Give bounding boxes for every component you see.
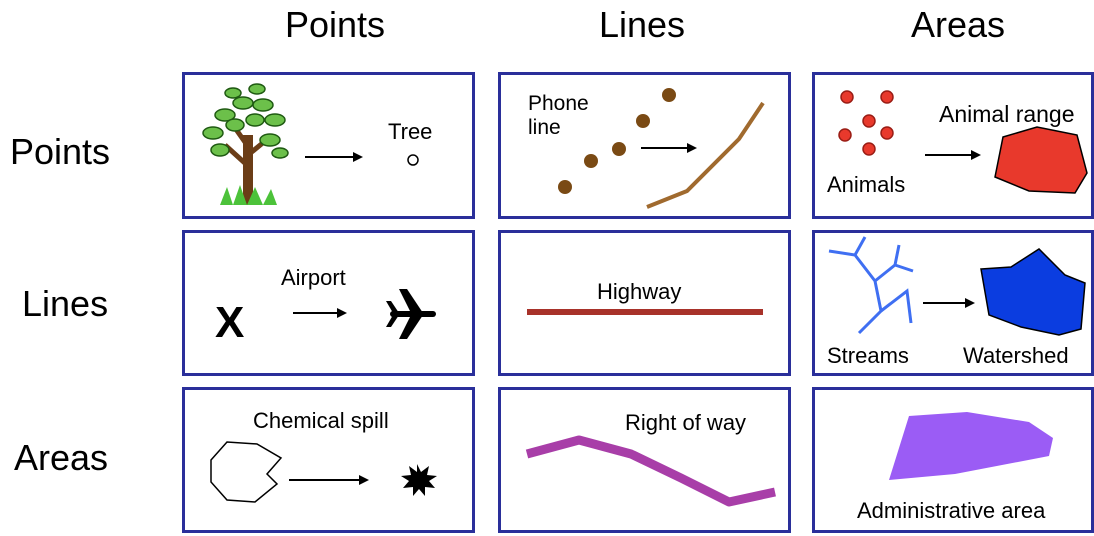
highway-label: Highway <box>597 279 682 304</box>
arrow-icon <box>289 475 369 485</box>
animals-label: Animals <box>827 172 906 197</box>
cell-lines-to-points: X Airport <box>182 230 475 376</box>
column-header-points: Points <box>284 4 386 45</box>
cell-areas-to-areas: Administrative area <box>812 387 1094 533</box>
animal-range-illustration <box>838 90 1088 194</box>
cell-areas-to-points: Chemical spill <box>182 387 475 533</box>
watershed-label: Watershed <box>963 343 1069 368</box>
cell-lines-to-areas: Streams Watershed <box>812 230 1094 376</box>
right-of-way-illustration <box>525 435 776 507</box>
phone-points <box>558 88 676 194</box>
column-header-lines: Lines <box>598 4 686 45</box>
cell-areas-to-lines: Right of way <box>498 387 791 533</box>
streams-label: Streams <box>827 343 909 368</box>
airplane-icon <box>386 289 436 339</box>
administrative-area-shape <box>889 412 1053 480</box>
highway-illustration <box>527 309 763 315</box>
arrow-icon <box>641 143 697 153</box>
chemical-spill-illustration <box>210 441 437 503</box>
right-of-way-label: Right of way <box>625 410 747 435</box>
airport-x-marker: X <box>215 298 245 347</box>
animal-range-area <box>994 126 1088 194</box>
watershed-area <box>980 248 1086 336</box>
watershed-illustration <box>828 236 1086 336</box>
arrow-icon <box>925 150 981 160</box>
airport-label: Airport <box>281 265 346 290</box>
tree-illustration <box>202 83 419 205</box>
column-header-areas: Areas <box>910 4 1006 45</box>
row-header-points: Points <box>10 131 111 172</box>
phone-line-illustration <box>558 88 765 209</box>
tree-label: Tree <box>388 119 433 144</box>
arrow-icon <box>293 308 347 318</box>
row-header-lines: Lines <box>22 283 109 324</box>
phone-line <box>646 101 765 209</box>
chemical-spill-label: Chemical spill <box>253 408 389 433</box>
arrow-icon <box>305 152 363 162</box>
tree-point <box>407 154 419 166</box>
right-of-way-line <box>525 435 776 507</box>
animal-points <box>838 90 894 156</box>
tree-icon <box>202 83 289 205</box>
cell-lines-to-lines: Highway <box>498 230 791 376</box>
row-header-areas: Areas <box>14 437 109 478</box>
phone-label-line2: line <box>528 116 561 139</box>
spill-area <box>210 441 283 503</box>
administrative-area-label: Administrative area <box>857 498 1046 523</box>
spill-burst-icon <box>401 464 437 496</box>
stream-lines <box>828 236 914 335</box>
cell-points-to-points: Tree <box>182 72 475 219</box>
administrative-area-illustration <box>889 412 1053 480</box>
arrow-icon <box>923 298 975 308</box>
airport-illustration <box>293 289 436 339</box>
phone-label-line1: Phone <box>528 92 589 115</box>
cell-points-to-areas: Animals Animal range <box>812 72 1094 219</box>
animal-range-label: Animal range <box>939 101 1075 127</box>
cell-points-to-lines: Phone line <box>498 72 791 219</box>
